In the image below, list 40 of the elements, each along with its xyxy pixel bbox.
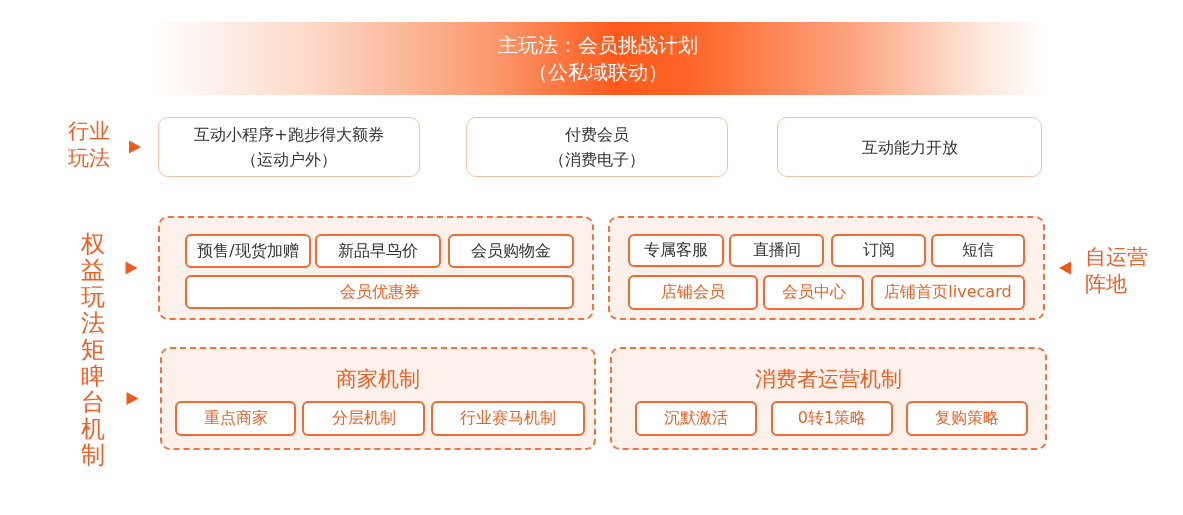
feature-tag: 复购策略 [906,401,1028,436]
banner-subtitle: （公私域联动） [527,58,668,86]
feature-tag: 专属客服 [628,234,724,267]
row-label: 自运营阵地 [1085,244,1149,298]
group-heading: 商家机制 [336,366,420,392]
feature-tag: 新品早鸟价 [315,234,441,268]
dashed-group-panel [610,347,1047,450]
feature-tag: 店铺首页livecard [871,275,1025,310]
row-label: 行业玩法 [68,118,112,174]
pointer-arrow [1059,261,1071,275]
feature-tag: 0转1策略 [771,401,893,436]
card-title: 付费会员 [565,124,629,146]
feature-tag: 沉默激活 [635,401,757,436]
category-card [777,117,1042,177]
feature-tag: 直播间 [729,234,824,267]
feature-tag: 行业赛马机制 [431,401,585,436]
feature-tag: 会员优惠券 [185,275,574,309]
pointer-arrow [126,392,139,405]
category-card [466,117,728,177]
feature-tag: 店铺会员 [628,275,758,310]
feature-tag: 预售/现货加赠 [185,234,311,268]
card-title: 互动能力开放 [861,136,958,159]
feature-tag: 订阅 [831,234,926,267]
feature-tag: 短信 [931,234,1025,267]
group-heading: 消费者运营机制 [755,366,902,392]
banner-title: 主玩法：会员挑战计划 [497,31,698,59]
card-title: 互动小程序+跑步得大额券 [194,124,384,146]
feature-tag: 分层机制 [302,401,425,436]
pointer-arrow [125,261,138,275]
card-subtitle: （消费电子） [549,149,645,171]
feature-tag: 会员购物金 [448,234,574,268]
pointer-arrow [129,140,141,154]
feature-tag: 重点商家 [175,401,296,436]
feature-tag: 会员中心 [763,275,864,310]
dashed-group-panel [608,216,1045,320]
category-card [158,117,420,177]
dashed-group-panel [160,347,596,450]
dashed-group-panel [158,216,594,320]
vertical-row-label: 权益玩法矩睥台机制 [81,231,105,471]
card-subtitle: （运动户外） [241,149,337,171]
